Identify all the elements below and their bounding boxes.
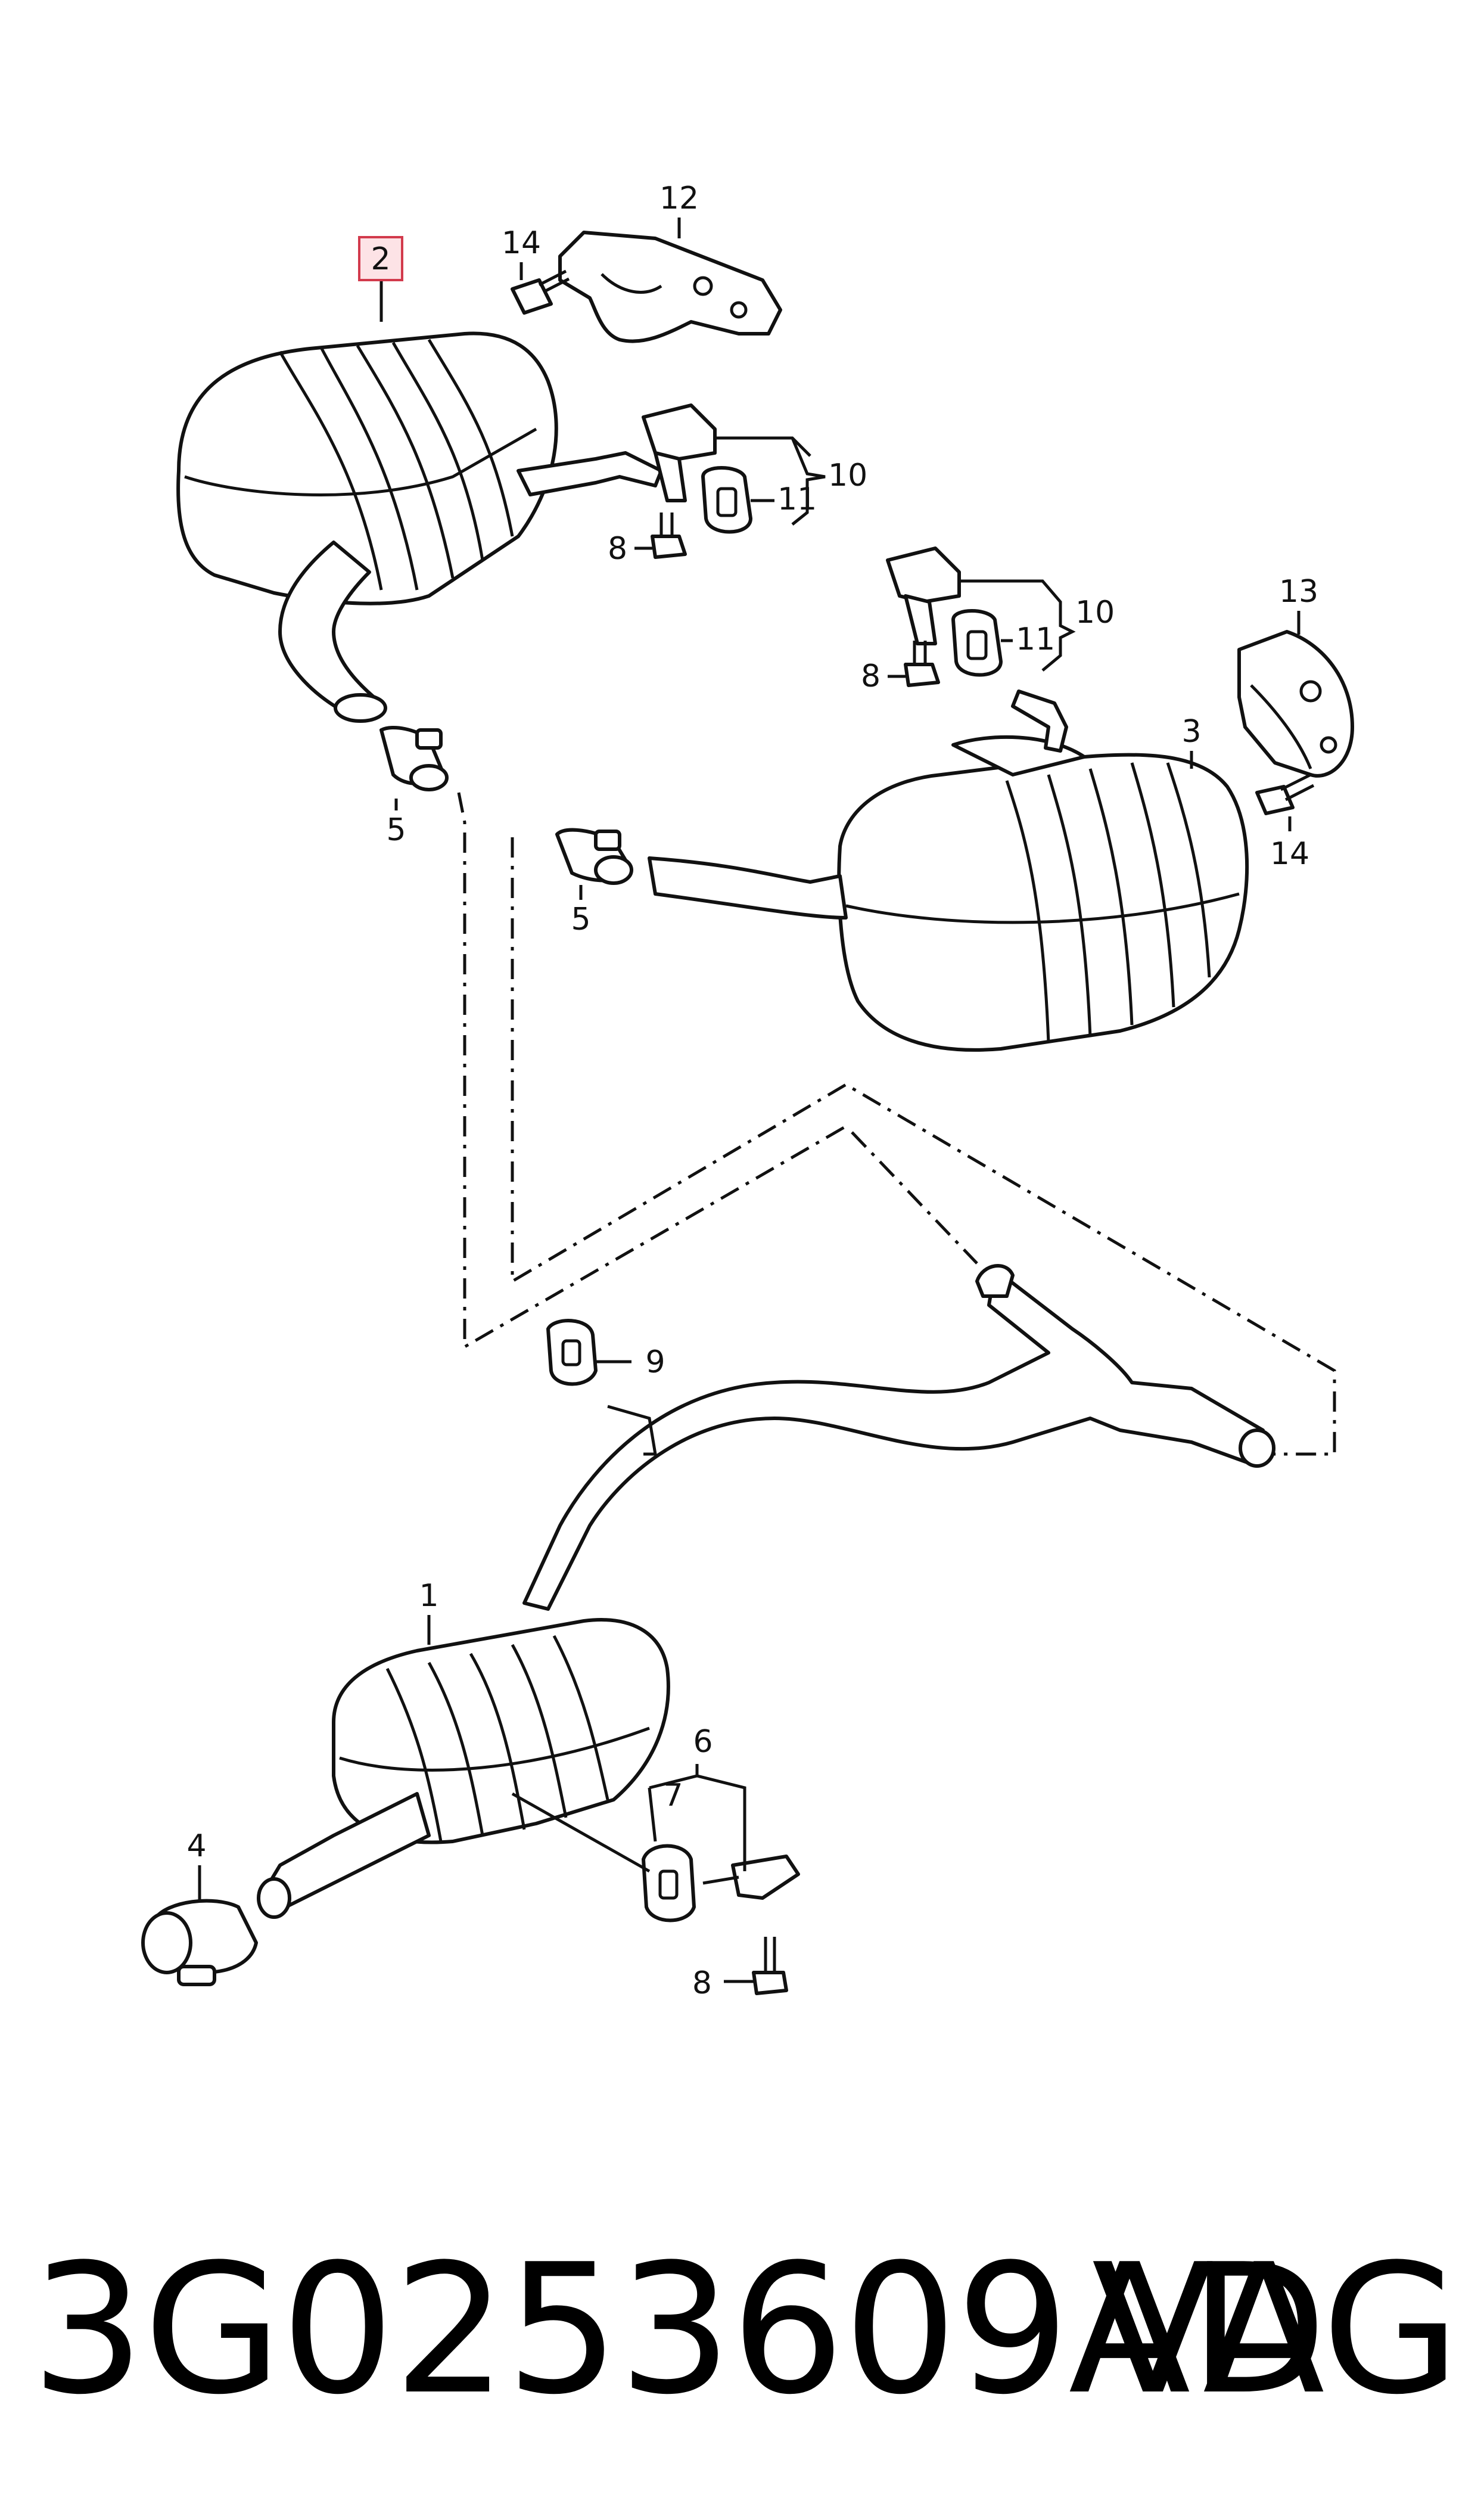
callout-14-top: 14 (502, 225, 541, 261)
callout-10-middle: 10 (1075, 595, 1115, 630)
rubber-mount-part-7[interactable] (642, 1844, 696, 1922)
callout-7: 7 (663, 1778, 683, 1813)
rubber-mount-part-9[interactable] (546, 1319, 657, 1456)
rear-silencer-part-2[interactable] (176, 331, 663, 723)
callout-labels: 2 14 12 10 11 8 10 11 8 13 14 3 5 5 9 1 … (186, 181, 1318, 2001)
bracket-part-6[interactable] (702, 1855, 800, 1900)
clamp-part-4[interactable] (141, 1899, 258, 1986)
connection-lines (457, 792, 1336, 1456)
part-number: 3G0253609AD (31, 2226, 1327, 2434)
callout-8-upper: 8 (608, 531, 627, 567)
clamp-part-5-middle[interactable] (555, 828, 633, 885)
callout-5-left: 5 (386, 812, 406, 848)
callout-10-upper: 10 (828, 458, 867, 493)
mount-pin (511, 1792, 651, 1873)
bracket-part-13[interactable] (1237, 630, 1354, 778)
rear-silencer-part-3[interactable] (648, 689, 1249, 1052)
callout-2: 2 (371, 241, 390, 277)
bolt-part-14-right[interactable] (1255, 773, 1315, 815)
callout-11-middle: 11 (1016, 622, 1055, 657)
footer: 3G0253609AD VAG (0, 2217, 1484, 2455)
highlight-box-part-2 (358, 236, 403, 281)
callout-8-lower: 8 (692, 1965, 712, 2001)
bolt-part-8-upper[interactable] (651, 513, 687, 559)
callout-3: 3 (1181, 714, 1201, 750)
bolt-part-14-top[interactable] (511, 269, 570, 315)
exhaust-system-diagram: 2 14 12 10 11 8 10 11 8 13 14 3 5 5 9 1 … (141, 181, 1354, 2001)
bracket-part-12[interactable] (558, 231, 782, 343)
intermediate-pipe[interactable] (522, 1264, 1275, 1611)
rubber-mount-part-11-upper[interactable] (701, 466, 752, 534)
callout-9: 9 (645, 1344, 665, 1380)
callout-12: 12 (659, 181, 699, 216)
callout-6: 6 (693, 1724, 713, 1760)
callout-4: 4 (186, 1828, 206, 1864)
leader-lines (198, 218, 1301, 1983)
hanger-bracket-part-10-middle[interactable] (886, 546, 961, 645)
callout-5-middle: 5 (571, 902, 590, 937)
callout-1: 1 (419, 1578, 438, 1614)
callout-13: 13 (1279, 574, 1318, 610)
callout-8-middle: 8 (861, 659, 881, 694)
brand-label: VAG (1091, 2226, 1460, 2434)
callout-11-upper: 11 (777, 482, 817, 517)
bolt-part-8-middle[interactable] (904, 641, 940, 687)
middle-silencer-part-1[interactable] (257, 1618, 670, 1919)
rubber-mount-part-11-middle[interactable] (951, 609, 1003, 677)
bolt-part-8-lower[interactable] (752, 1937, 788, 1995)
hanger-bracket-part-10-upper[interactable] (642, 403, 717, 502)
clamp-part-5-left[interactable] (379, 725, 449, 791)
callout-14-right: 14 (1270, 836, 1309, 872)
